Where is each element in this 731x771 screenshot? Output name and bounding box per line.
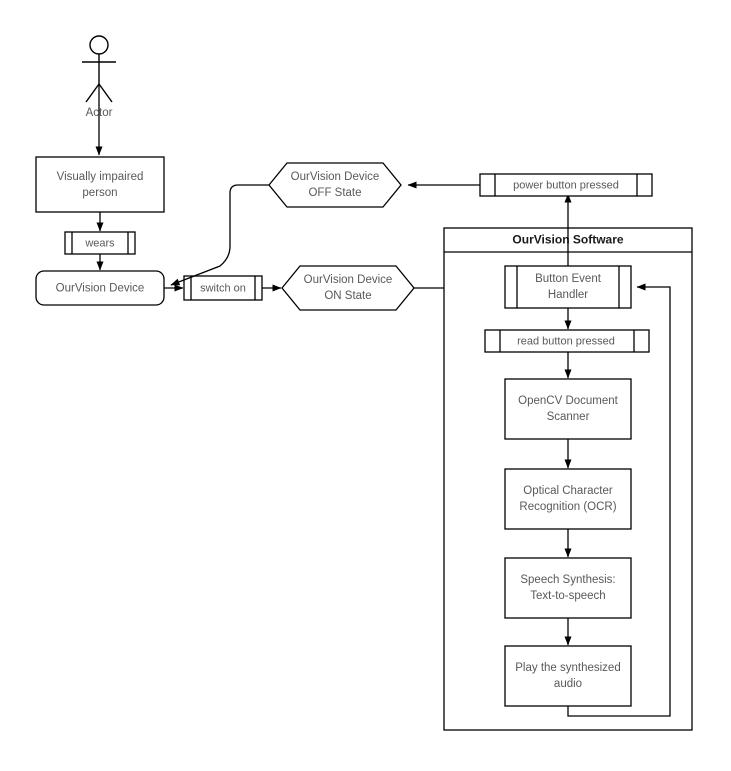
- node-label: OurVision Device: [56, 283, 145, 295]
- node-label-line1: Speech Synthesis:: [520, 574, 615, 586]
- edge-play-back-to-handler: [567, 283, 671, 717]
- node-ourvision-device-on-state[interactable]: OurVision Device ON State: [281, 265, 415, 311]
- node-label-line1: Optical Character: [523, 485, 613, 497]
- node-label-line2: Text-to-speech: [530, 590, 605, 602]
- node-speech-synthesis[interactable]: Speech Synthesis: Text-to-speech: [504, 557, 632, 619]
- node-label-line2: person: [82, 187, 117, 199]
- node-label-line1: OpenCV Document: [518, 395, 619, 407]
- node-label-line1: Button Event: [535, 273, 602, 285]
- node-switch-on[interactable]: switch on: [183, 275, 263, 301]
- node-ourvision-device[interactable]: OurVision Device: [35, 270, 165, 306]
- node-ourvision-device-off-state[interactable]: OurVision Device OFF State: [268, 162, 402, 208]
- node-visually-impaired-person[interactable]: Visually impaired person: [35, 156, 165, 213]
- node-label-line1: OurVision Device: [291, 171, 380, 183]
- node-optical-character-recognition[interactable]: Optical Character Recognition (OCR): [504, 468, 632, 530]
- actor-right-leg-icon: [98, 83, 113, 103]
- node-label: read button pressed: [517, 335, 615, 347]
- node-label: switch on: [200, 282, 246, 294]
- edge-off-state-to-device: [170, 184, 269, 286]
- node-label-line2: OFF State: [308, 187, 361, 199]
- node-label-line2: audio: [554, 678, 582, 690]
- actor-label: Actor: [86, 107, 113, 119]
- node-label-line2: Recognition (OCR): [519, 501, 616, 513]
- node-play-synthesized-audio[interactable]: Play the synthesized audio: [504, 645, 632, 707]
- node-wears[interactable]: wears: [64, 231, 136, 255]
- node-opencv-document-scanner[interactable]: OpenCV Document Scanner: [504, 378, 632, 440]
- node-read-button-pressed[interactable]: read button pressed: [484, 329, 650, 353]
- node-button-event-handler[interactable]: Button Event Handler: [504, 265, 632, 309]
- node-label-line1: Visually impaired: [57, 171, 144, 183]
- actor-figure: [82, 35, 116, 103]
- node-power-button-pressed[interactable]: power button pressed: [479, 173, 653, 197]
- node-label-line2: Scanner: [547, 411, 590, 423]
- node-label: power button pressed: [513, 179, 619, 191]
- node-label-line1: OurVision Device: [304, 274, 393, 286]
- actor-head-icon: [89, 35, 109, 55]
- node-label: wears: [84, 237, 115, 249]
- actor-left-leg-icon: [85, 83, 100, 103]
- node-label-line1: Play the synthesized: [515, 662, 620, 674]
- node-label-line2: Handler: [548, 289, 588, 301]
- node-label-line2: ON State: [324, 290, 371, 302]
